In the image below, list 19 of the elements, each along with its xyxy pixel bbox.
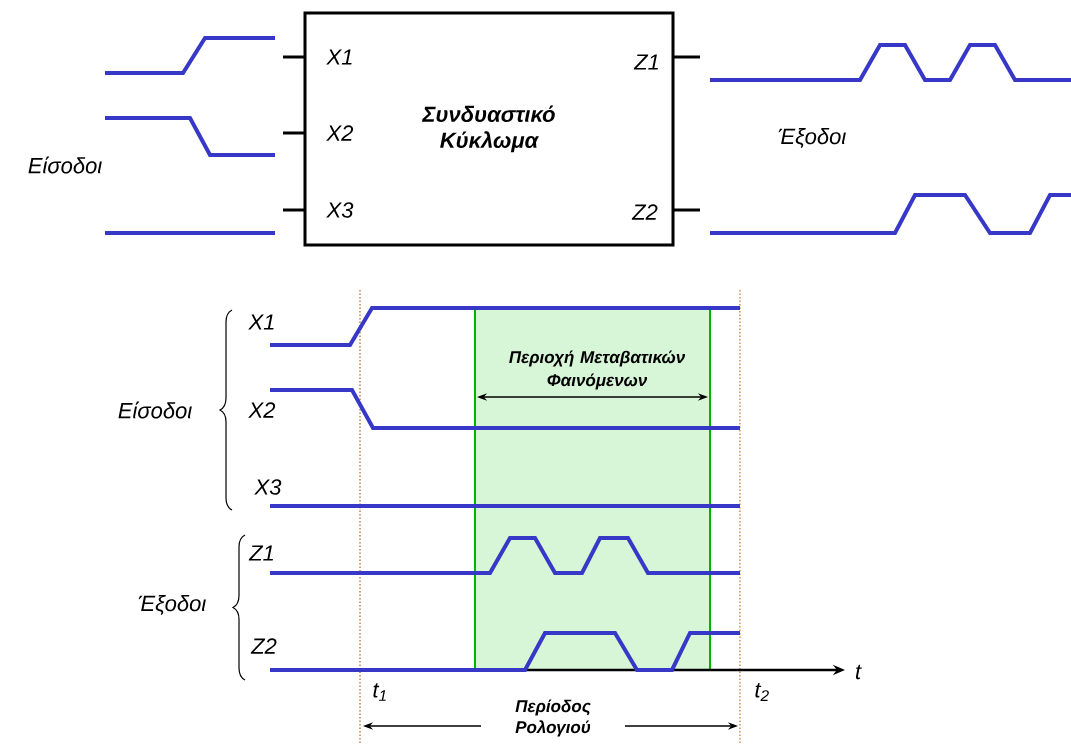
pin-label: X2 (326, 125, 354, 141)
period-label: Περίοδος Ρολογιού (481, 697, 625, 739)
signal-label: X1 (248, 314, 274, 330)
signal-label: Z2 (250, 638, 277, 654)
pin-label: X3 (326, 202, 354, 218)
group-label: Έξοδοι (778, 128, 846, 148)
group-label: Είσοδοι (118, 401, 192, 419)
signal-label: X3 (254, 479, 282, 495)
axis-label: t (855, 664, 862, 680)
region-label: Περιοχή Μεταβατικών Φαινόμενων (509, 350, 686, 390)
pin-label: X1 (326, 49, 352, 65)
group-label: Είσοδοι (28, 156, 102, 174)
pin-label: Z1 (633, 54, 658, 70)
signal-label: Z1 (248, 545, 273, 561)
time-label: t$_{1}$ (373, 683, 386, 701)
group-label: Έξοδοι (138, 595, 206, 615)
time-label: t$_{2}$ (755, 683, 769, 701)
pin-label: Z2 (631, 204, 658, 220)
signal-label: X2 (248, 402, 276, 418)
